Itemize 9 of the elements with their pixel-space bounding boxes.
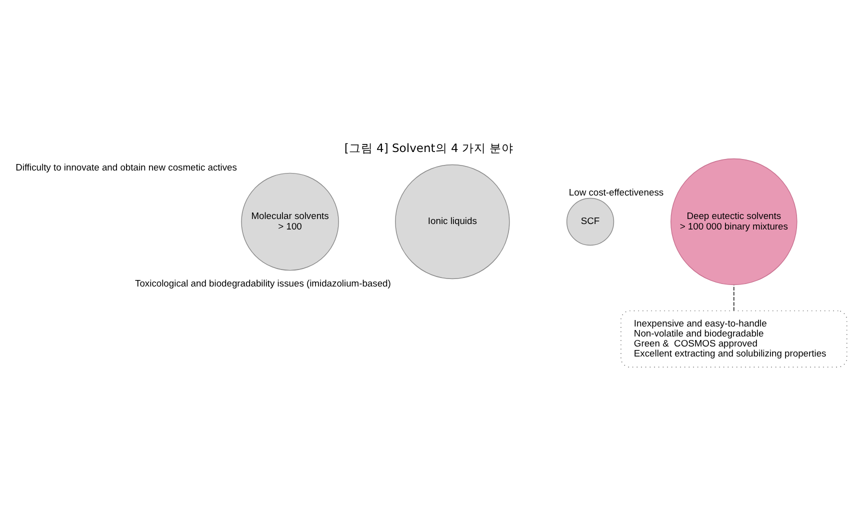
node-circle: Deep eutectic solvents > 100 000 binary mixtures (670, 158, 798, 285)
diagram-title: [그림 4] Solvent의 4 가지 분야 (344, 140, 514, 155)
node-box: Inexpensive and easy-to-handle Non-volatile and biodegradable Green & COSMOS approved Excellent extracting and solubilizing properties (620, 310, 848, 367)
node-label: Difficulty to innovate and obtain new cosmetic actives (16, 162, 237, 172)
node-label: Toxicological and biodegradability issues (imidazolium-based) (135, 278, 391, 288)
node-circle: SCF (566, 197, 614, 246)
node-circle: Molecular solvents > 100 (241, 172, 339, 270)
node-circle: Ionic liquids (395, 164, 510, 279)
node-label: Low cost-effectiveness (568, 187, 664, 198)
